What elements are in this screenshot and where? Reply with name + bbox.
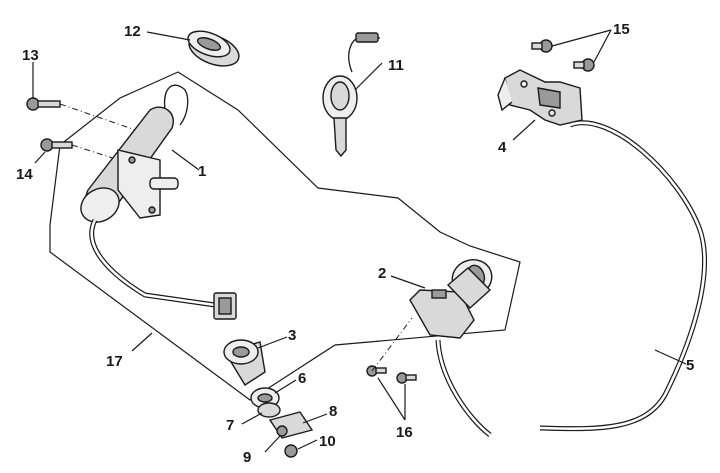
label-9: 9 xyxy=(243,449,251,466)
screw-14 xyxy=(40,138,73,152)
label-15: 15 xyxy=(613,21,630,38)
washer-7 xyxy=(257,402,281,418)
screw-16b xyxy=(396,372,417,384)
lock-1-wire xyxy=(89,218,216,308)
cable-5 xyxy=(539,120,708,432)
label-2: 2 xyxy=(378,265,386,282)
key-11 xyxy=(322,32,381,158)
label-13: 13 xyxy=(22,47,39,64)
label-1: 1 xyxy=(198,163,206,180)
screw-15a xyxy=(531,39,553,53)
label-8: 8 xyxy=(329,403,337,420)
axis-16 xyxy=(371,317,413,372)
screw-16a xyxy=(366,365,387,377)
kit-17-outline xyxy=(49,71,521,401)
label-7: 7 xyxy=(226,417,234,434)
label-12: 12 xyxy=(124,23,141,40)
label-16: 16 xyxy=(396,424,413,441)
latch-4 xyxy=(497,69,583,126)
label-17: 17 xyxy=(106,353,123,370)
label-10: 10 xyxy=(319,433,336,450)
label-6: 6 xyxy=(298,370,306,387)
screw-10 xyxy=(284,444,298,458)
axis-14 xyxy=(71,144,126,163)
lock-1 xyxy=(80,84,189,223)
barrel-3 xyxy=(223,339,266,386)
label-4: 4 xyxy=(498,139,507,156)
label-3: 3 xyxy=(288,327,296,344)
switch-2-wire xyxy=(435,339,492,437)
label-5: 5 xyxy=(686,357,694,374)
label-11: 11 xyxy=(388,57,404,74)
nut-9 xyxy=(276,425,288,437)
label-14: 14 xyxy=(16,166,33,183)
cap-12 xyxy=(187,30,240,67)
screw-15b xyxy=(573,58,595,72)
screw-13 xyxy=(26,97,61,111)
switch-2 xyxy=(409,259,493,339)
connector-1 xyxy=(213,292,237,320)
